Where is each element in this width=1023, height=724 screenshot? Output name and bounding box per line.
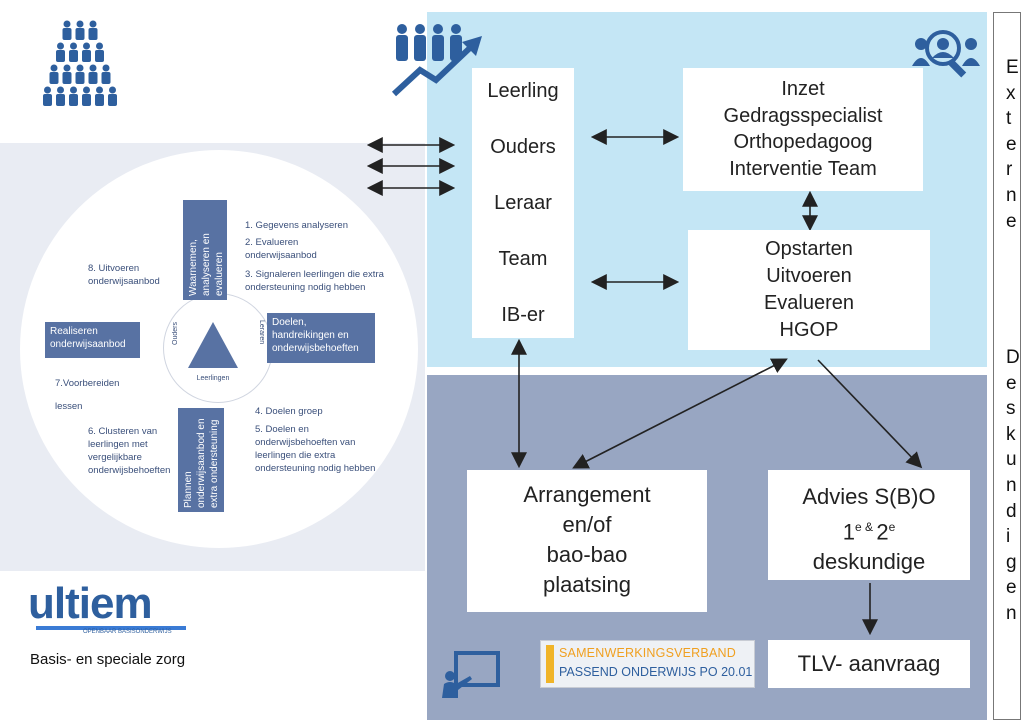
cycle-step-3: 3. Signaleren leerlingen die extra onder… <box>245 269 384 293</box>
cycle-step-5: 5. Doelen en onderwijsbehoeften van leer… <box>255 424 376 474</box>
logo-bar <box>546 645 554 683</box>
person-head <box>44 86 51 94</box>
list-item-leerling: Leerling <box>487 80 559 102</box>
person-body <box>43 94 52 106</box>
person-head <box>76 20 84 28</box>
ultiem-logo-subtitle: OPENBAAR BASISONDERWIJS <box>83 629 172 635</box>
side-column-text-extern: E x t e r n e <box>1006 57 1019 232</box>
person-head <box>83 42 90 50</box>
list-item-ib-er: IB-er <box>501 304 545 326</box>
advies-line-3: deskundige <box>812 549 926 575</box>
cycle-step-7-lessen: lessen <box>55 401 83 412</box>
person-body <box>82 50 91 62</box>
inzet-line: Inzet <box>781 78 825 100</box>
person-body <box>62 28 72 40</box>
samenwerkingsverband-logo: SAMENWERKINGSVERBAND PASSEND ONDERWIJS P… <box>540 640 755 688</box>
arrangement-line: plaatsing <box>542 572 632 597</box>
inzet-line: Orthopedagoog <box>733 131 873 153</box>
person-head <box>89 64 97 72</box>
person-body <box>95 94 104 106</box>
arrow-opstarten-advies <box>817 359 923 469</box>
inzet-line: Interventie Team <box>729 157 877 180</box>
list-item-ouders: Ouders <box>490 136 556 158</box>
cycle-step-2: 2. Evalueren onderwijsaanbod <box>245 237 317 261</box>
person-body <box>108 94 117 106</box>
stakeholder-list-box: Leerling Ouders Leraar Team IB-er <box>472 68 574 338</box>
person-body <box>82 94 91 106</box>
person-body <box>75 72 85 84</box>
person-head <box>96 86 103 94</box>
center-label-leerlingen: Leerlingen <box>196 375 230 382</box>
arrangement-line: bao-bao <box>546 542 628 567</box>
people-pyramid-icon <box>43 20 117 106</box>
opstarten-box: Opstarten Uitvoeren Evalueren HGOP <box>688 230 930 350</box>
person-head <box>63 64 71 72</box>
person-body <box>69 94 78 106</box>
person-head <box>102 64 110 72</box>
cycle-step-4: 4. Doelen groep <box>255 406 323 417</box>
caption: Basis- en speciale zorg <box>30 651 186 668</box>
ultiem-logo-name: ultiem <box>28 579 153 628</box>
people-growth-icon <box>391 24 482 97</box>
person-head <box>83 86 90 94</box>
person-head <box>89 20 97 28</box>
side-column-text-deskundigen: D e s k u n d i g e n <box>1006 347 1020 624</box>
person-body <box>101 72 111 84</box>
person-body <box>75 28 85 40</box>
opstarten-line: Uitvoeren <box>766 265 852 287</box>
arrangement-box: Arrangement en/of bao-bao plaatsing <box>467 470 707 612</box>
group-search-icon <box>912 30 980 78</box>
person-body <box>56 94 65 106</box>
advies-box: Advies S(B)O 1e & 2e deskundige <box>768 470 970 580</box>
inzet-line: Gedragsspecialist <box>723 104 883 127</box>
center-label-leraren: Leraren <box>258 320 265 345</box>
person-body <box>95 50 104 62</box>
cycle-box-doelen: Doelen, handreikingen en onderwijsbehoef… <box>267 313 375 363</box>
ultiem-logo: ultiem OPENBAAR BASISONDERWIJS <box>28 579 186 635</box>
person-head <box>76 64 84 72</box>
person-body <box>62 72 72 84</box>
person-head <box>50 64 58 72</box>
logo-line-1: SAMENWERKINGSVERBAND <box>559 646 736 660</box>
side-column-box <box>993 12 1021 720</box>
person-body <box>88 28 98 40</box>
cycle-step-6: 6. Clusteren van leerlingen met vergelij… <box>88 426 171 476</box>
person-head <box>57 86 64 94</box>
opstarten-line: Opstarten <box>765 238 853 260</box>
opstarten-line: HGOP <box>779 319 839 341</box>
tlv-box: TLV- aanvraag <box>768 640 970 688</box>
list-item-leraar: Leraar <box>494 192 552 214</box>
advies-line-1: Advies S(B)O <box>802 484 936 509</box>
arrangement-line: en/of <box>562 512 612 537</box>
advies-line-2: 1e & 2e <box>842 519 896 545</box>
person-head <box>63 20 71 28</box>
person-head <box>70 42 77 50</box>
presentation-icon <box>442 651 500 698</box>
person-head <box>96 42 103 50</box>
arrangement-line: Arrangement <box>523 482 651 507</box>
ultiem-logo-underline <box>36 626 186 630</box>
person-body <box>49 72 59 84</box>
inzet-box: Inzet Gedragsspecialist Orthopedagoog In… <box>683 68 923 191</box>
triangle-icon <box>188 322 238 368</box>
arrow-arrangement-opstarten <box>572 358 788 469</box>
person-head <box>70 86 77 94</box>
cycle-step-8: 8. Uitvoeren onderwijsaanbod <box>88 263 160 287</box>
opstarten-line: Evalueren <box>763 292 855 314</box>
list-item-team: Team <box>498 248 548 270</box>
cycle-box-realiseren: Realiseren onderwijsaanbod <box>45 322 140 358</box>
person-body <box>69 50 78 62</box>
person-head <box>57 42 64 50</box>
person-head <box>109 86 116 94</box>
logo-line-2: PASSEND ONDERWIJS PO 20.01 <box>559 665 753 679</box>
cycle-step-7: 7.Voorbereiden <box>55 378 120 389</box>
person-body <box>56 50 65 62</box>
cycle-step-1: 1. Gegevens analyseren <box>245 220 348 231</box>
person-body <box>88 72 98 84</box>
